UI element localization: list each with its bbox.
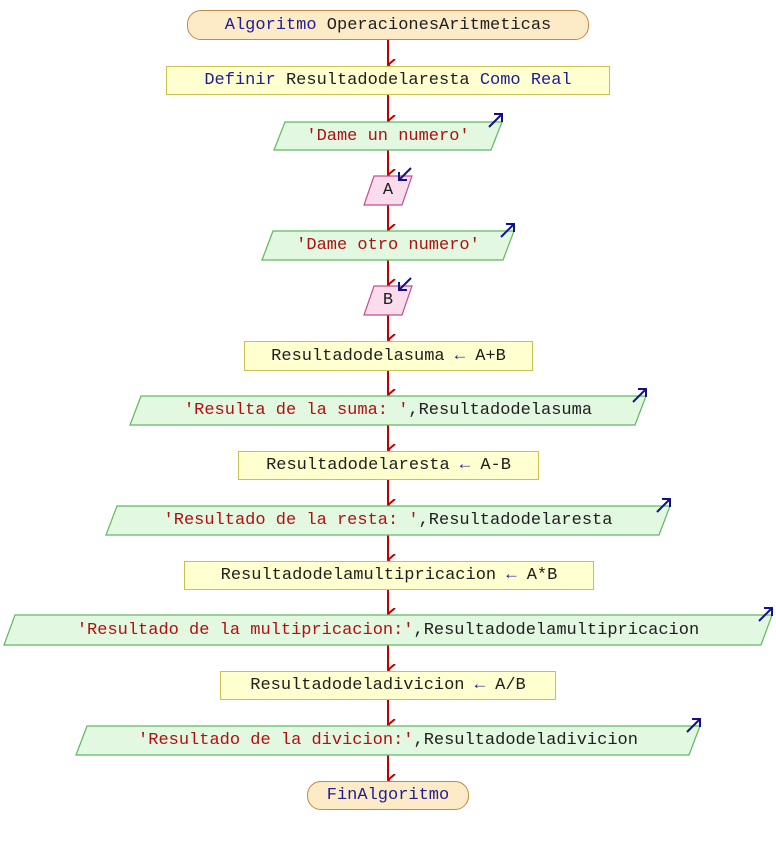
assign-expression: A+B <box>475 346 506 366</box>
output-string: 'Resultado de la resta: ' <box>163 511 419 530</box>
assign-arrow-icon: ← <box>459 456 471 475</box>
input-arrow-icon <box>398 277 412 291</box>
output-variable: Resultadodelasuma <box>418 401 593 420</box>
output-arrow-icon <box>632 388 647 403</box>
output-variable: Resultadodelamultipricacion <box>423 620 700 640</box>
assign-expression: A*B <box>526 566 558 585</box>
assign-resta[interactable]: Resultadodelaresta ← A-B <box>238 451 539 480</box>
assign-expression: A-B <box>480 456 511 475</box>
assign-target: Resultadodelaresta <box>266 456 450 475</box>
input-arrow-icon <box>398 167 412 181</box>
output-variable: Resultadodeladivicion <box>423 731 638 750</box>
type-keyword: Real <box>530 71 572 90</box>
algorithm-name: OperacionesAritmeticas <box>326 15 552 35</box>
separator: , <box>413 731 424 750</box>
output-string: 'Resultado de la multipricacion:' <box>76 620 414 640</box>
output-dame-otro-numero[interactable]: 'Dame otro numero' <box>261 230 515 261</box>
end-keyword: FinAlgoritmo <box>326 786 450 805</box>
define-variable: Resultadodelaresta <box>285 71 470 90</box>
output-string: 'Dame un numero' <box>306 126 470 146</box>
output-dame-un-numero[interactable]: 'Dame un numero' <box>273 121 503 151</box>
algorithm-keyword: Algoritmo <box>224 15 317 35</box>
output-arrow-icon <box>500 223 515 238</box>
assign-target: Resultadodelasuma <box>271 346 445 366</box>
output-arrow-icon <box>758 607 773 622</box>
assign-arrow-icon: ← <box>506 566 517 585</box>
assign-target: Resultadodeladivicion <box>250 676 465 695</box>
output-suma[interactable]: 'Resulta de la suma: ',Resultadodelasuma <box>129 395 647 426</box>
assign-arrow-icon: ← <box>454 346 466 366</box>
assign-multiplicacion[interactable]: Resultadodelamultipricacion ← A*B <box>184 561 594 590</box>
define-keyword: Definir <box>204 71 276 90</box>
output-arrow-icon <box>488 113 503 128</box>
assign-target: Resultadodelamultipricacion <box>220 566 497 585</box>
assign-arrow-icon: ← <box>474 676 485 695</box>
separator: , <box>418 511 429 530</box>
output-variable: Resultadodelaresta <box>428 511 613 530</box>
output-string: 'Resulta de la suma: ' <box>183 401 409 420</box>
start-terminator[interactable]: Algoritmo OperacionesAritmeticas <box>187 10 589 40</box>
separator: , <box>408 401 419 420</box>
assign-suma[interactable]: Resultadodelasuma ← A+B <box>244 341 533 371</box>
separator: , <box>413 620 424 640</box>
output-resta[interactable]: 'Resultado de la resta: ',Resultadodelar… <box>105 505 671 536</box>
output-arrow-icon <box>656 498 671 513</box>
input-variable: B <box>382 291 394 310</box>
output-string: 'Resultado de la divicion:' <box>138 731 414 750</box>
output-arrow-icon <box>686 718 701 733</box>
input-variable: A <box>382 181 394 200</box>
como-keyword: Como <box>479 71 521 90</box>
assign-expression: A/B <box>495 676 526 695</box>
output-string: 'Dame otro numero' <box>296 236 480 255</box>
output-division[interactable]: 'Resultado de la divicion:',Resultadodel… <box>75 725 701 756</box>
assign-division[interactable]: Resultadodeladivicion ← A/B <box>220 671 556 700</box>
end-terminator[interactable]: FinAlgoritmo <box>307 781 469 810</box>
output-multiplicacion[interactable]: 'Resultado de la multipricacion:',Result… <box>3 614 773 646</box>
define-statement[interactable]: Definir Resultadodelaresta Como Real <box>166 66 610 95</box>
